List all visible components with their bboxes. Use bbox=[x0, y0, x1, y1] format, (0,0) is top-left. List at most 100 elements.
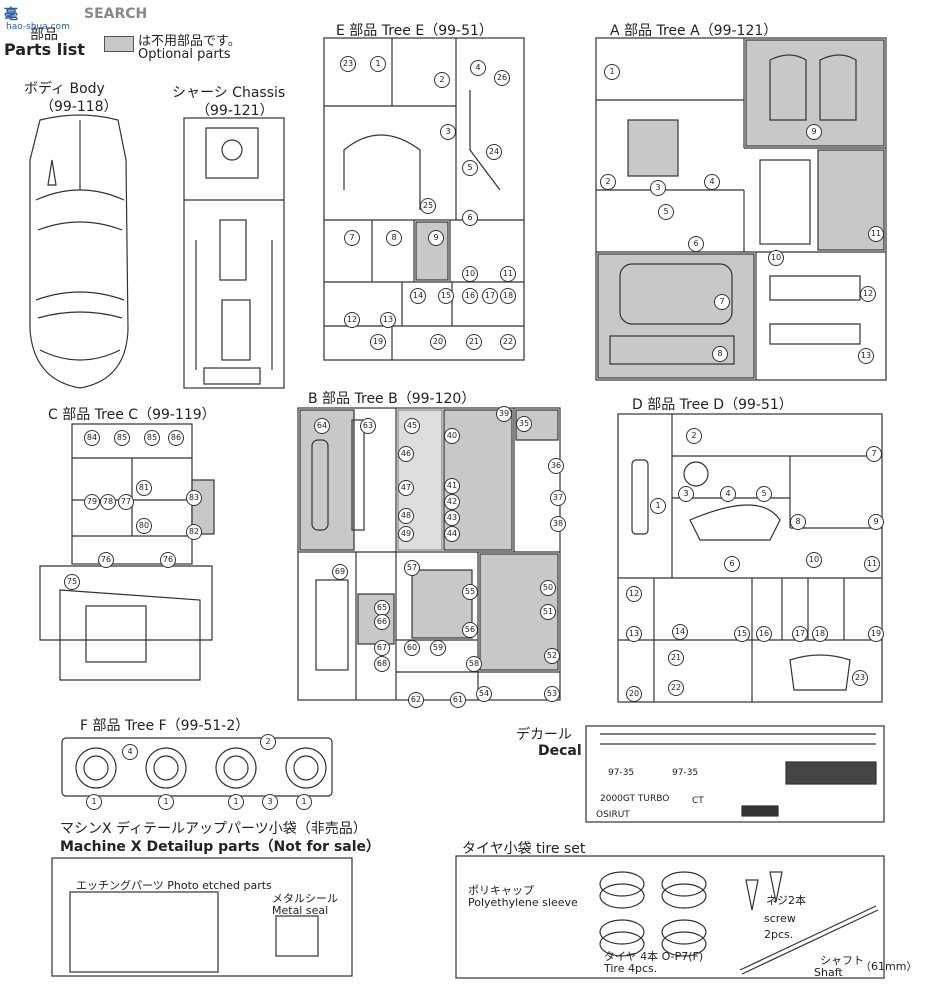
part-number: 44 bbox=[444, 526, 460, 542]
part-number: 21 bbox=[466, 334, 482, 350]
part-number: 22 bbox=[668, 680, 684, 696]
tree-f-frame bbox=[61, 737, 333, 797]
part-number: 78 bbox=[100, 494, 116, 510]
shaft-en: Shaft bbox=[814, 966, 843, 979]
part-number: 57 bbox=[404, 560, 420, 576]
part-number: 13 bbox=[858, 348, 874, 364]
watermark-sub: hao-shua.com bbox=[6, 22, 70, 32]
part-number: 15 bbox=[734, 626, 750, 642]
part-number: 48 bbox=[398, 508, 414, 524]
part-number: 6 bbox=[462, 210, 478, 226]
part-number: 8 bbox=[712, 346, 728, 362]
part-number: 18 bbox=[812, 626, 828, 642]
part-number: 5 bbox=[756, 486, 772, 502]
part-number: 60 bbox=[404, 640, 420, 656]
part-number: 12 bbox=[626, 586, 642, 602]
part-number: 58 bbox=[466, 656, 482, 672]
part-number: 10 bbox=[768, 250, 784, 266]
part-number: 13 bbox=[380, 312, 396, 328]
tree-e-title: E 部品 Tree E（99-51） bbox=[336, 23, 493, 39]
machine-x-jp: マシンX ディテールアップパーツ小袋（非売品） bbox=[60, 821, 367, 837]
screw-en: screw bbox=[764, 912, 796, 925]
part-number: 25 bbox=[420, 198, 436, 214]
part-number: 47 bbox=[398, 480, 414, 496]
chassis-code: （99-121） bbox=[196, 103, 274, 119]
part-number: 23 bbox=[852, 670, 868, 686]
tree-d-title: D 部品 Tree D（99-51） bbox=[632, 397, 793, 413]
chassis-drawing bbox=[183, 117, 285, 389]
part-number: 46 bbox=[398, 446, 414, 462]
part-number: 3 bbox=[262, 794, 278, 810]
tire-jp: タイヤ 4本 O-P7(F) bbox=[604, 950, 704, 963]
decal-sheet bbox=[585, 725, 885, 823]
part-number: 68 bbox=[374, 656, 390, 672]
part-number: 5 bbox=[462, 160, 478, 176]
part-number: 6 bbox=[688, 236, 704, 252]
shaft-jp: シャフト bbox=[820, 954, 864, 967]
tree-a-title: A 部品 Tree A（99-121） bbox=[610, 23, 778, 39]
body-drawing bbox=[29, 114, 129, 389]
part-number: 75 bbox=[64, 574, 80, 590]
legend-note-en: Optional parts bbox=[138, 47, 231, 62]
part-number: 7 bbox=[866, 446, 882, 462]
screw-qty: 2pcs. bbox=[764, 928, 794, 941]
part-number: 53 bbox=[544, 686, 560, 702]
optional-swatch bbox=[104, 36, 134, 52]
metal-seal-en: Metal seal bbox=[272, 904, 329, 917]
part-number: 76 bbox=[160, 552, 176, 568]
decal-number-b: 97-35 bbox=[672, 768, 699, 778]
part-number: 79 bbox=[84, 494, 100, 510]
etched-label: エッチングパーツ Photo etched parts bbox=[76, 879, 272, 892]
part-number: 37 bbox=[550, 490, 566, 506]
part-number: 11 bbox=[868, 226, 884, 242]
body-label: ボディ Body bbox=[24, 81, 105, 97]
tree-e-frame bbox=[323, 37, 525, 361]
part-number: 7 bbox=[344, 230, 360, 246]
part-number: 2 bbox=[600, 174, 616, 190]
screw-jp: ネジ2本 bbox=[766, 894, 806, 907]
tree-a-frame bbox=[595, 37, 887, 381]
part-number: 59 bbox=[430, 640, 446, 656]
part-number: 6 bbox=[724, 556, 740, 572]
part-number: 5 bbox=[658, 204, 674, 220]
part-number: 4 bbox=[704, 174, 720, 190]
part-number: 36 bbox=[548, 458, 564, 474]
legend-title-jp: 部品 bbox=[30, 27, 58, 43]
part-number: 38 bbox=[550, 516, 566, 532]
part-number: 49 bbox=[398, 526, 414, 542]
part-number: 1 bbox=[228, 794, 244, 810]
part-number: 54 bbox=[476, 686, 492, 702]
part-number: 83 bbox=[186, 490, 202, 506]
part-number: 9 bbox=[868, 514, 884, 530]
part-number: 4 bbox=[720, 486, 736, 502]
part-number: 19 bbox=[370, 334, 386, 350]
shaft-len: （61mm） bbox=[860, 960, 918, 973]
part-number: 1 bbox=[158, 794, 174, 810]
part-number: 10 bbox=[806, 552, 822, 568]
part-number: 4 bbox=[122, 744, 138, 760]
part-number: 1 bbox=[650, 498, 666, 514]
part-number: 1 bbox=[604, 64, 620, 80]
part-number: 56 bbox=[462, 622, 478, 638]
watermark-logo: 毫 bbox=[4, 7, 19, 23]
tree-b-title: B 部品 Tree B（99-120） bbox=[308, 391, 476, 407]
part-number: 12 bbox=[860, 286, 876, 302]
part-number: 14 bbox=[410, 288, 426, 304]
part-number: 2 bbox=[260, 734, 276, 750]
poly-en: Polyethylene sleeve bbox=[468, 896, 578, 909]
decal-ct: CT bbox=[692, 796, 704, 806]
part-number: 18 bbox=[500, 288, 516, 304]
machine-x-box bbox=[51, 857, 353, 977]
metal-seal-jp: メタルシール bbox=[272, 892, 338, 905]
decal-label-en: Decal bbox=[538, 743, 582, 759]
part-number: 8 bbox=[790, 514, 806, 530]
part-number: 55 bbox=[462, 584, 478, 600]
part-number: 13 bbox=[626, 626, 642, 642]
part-number: 7 bbox=[714, 294, 730, 310]
tree-f-title: F 部品 Tree F（99-51-2） bbox=[80, 718, 250, 734]
part-number: 51 bbox=[540, 604, 556, 620]
part-number: 42 bbox=[444, 494, 460, 510]
part-number: 61 bbox=[450, 692, 466, 708]
part-number: 63 bbox=[360, 418, 376, 434]
part-number: 14 bbox=[672, 624, 688, 640]
